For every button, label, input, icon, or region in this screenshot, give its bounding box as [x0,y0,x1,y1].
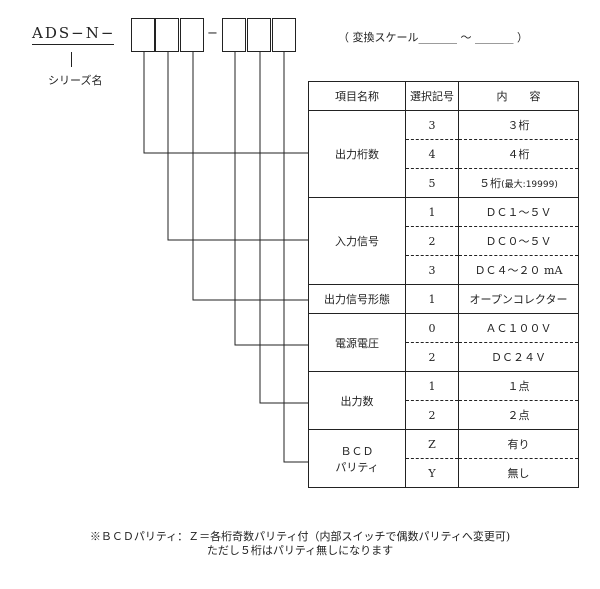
content: ＤＣ０～５Ｖ [458,226,579,256]
separator: − [207,26,218,41]
group-name: 入力信号 [308,197,406,285]
table-row: 入力信号 1 ＤＣ１～５Ｖ [308,197,579,285]
connector-6 [283,52,308,463]
model-prefix: ADS−N− [32,24,116,42]
header-code: 選択記号 [405,81,459,111]
code: Z [405,429,459,459]
content: 無し [458,458,579,488]
content: ５桁(最大:19999) [458,168,579,198]
header-content: 内 容 [458,81,579,111]
table-header: 項目名称 選択記号 内 容 [308,81,579,111]
group-name-line2: パリティ [335,460,379,474]
group-name-line1: ＢＣＤ [340,444,374,458]
code: 2 [405,342,459,372]
connector-1 [143,52,308,154]
code: 1 [405,197,459,227]
code: 1 [405,371,459,401]
connector-5 [259,52,308,404]
table-row: 出力桁数 3 ３桁 [308,110,579,198]
content: ２点 [458,400,579,430]
table-row: 出力数 1 １点 [308,371,579,430]
footnote-line-2: ただし５桁はパリティ無しになります [206,544,394,557]
content: ３桁 [458,110,579,140]
table-row: 3 ＤＣ４～２０ mA [309,255,579,285]
conversion-scale: （ 変換スケール_______ ～ _______ ） [338,31,528,44]
code-box-3[interactable] [180,18,204,52]
content-text: ５桁 [479,177,502,190]
content: オープンコレクター [458,284,579,314]
table-row: 2 ＤＣ２４Ｖ [309,342,579,372]
content: 有り [458,429,579,459]
code-box-5[interactable] [247,18,271,52]
code: 2 [405,400,459,430]
code: 0 [405,313,459,343]
code-box-2[interactable] [155,18,179,52]
underline [32,44,114,45]
group-name: 電源電圧 [308,313,406,372]
group-name: 出力数 [308,371,406,430]
header-item: 項目名称 [308,81,406,111]
footnote-line-1: ※ＢＣＤパリティ：Ｚ＝各桁奇数パリティ付（内部スイッチで偶数パリティへ変更可) [89,530,511,543]
table-row: 5 ５桁(最大:19999) [309,168,579,198]
code: 1 [405,284,459,314]
code: 3 [405,110,459,140]
content-note: (最大:19999) [501,180,558,190]
table-row: 2 ＤＣ０～５Ｖ [309,226,579,256]
group-name: ＢＣＤ パリティ [308,429,406,488]
content: ＤＣ２４Ｖ [458,342,579,372]
content: ４桁 [458,139,579,169]
table-row: 出力信号形態 1 オープンコレクター [308,284,579,314]
code: Y [405,458,459,488]
code: 5 [405,168,459,198]
content: １点 [458,371,579,401]
connector-2 [167,52,308,241]
code: 2 [405,226,459,256]
spec-table: 項目名称 選択記号 内 容 出力桁数 3 ３桁 4 ４桁 5 ５桁(最大:199… [308,81,579,488]
group-name: 出力信号形態 [308,284,406,314]
code-box-6[interactable] [272,18,296,52]
table-row: Y 無し [309,458,579,488]
code-box-4[interactable] [222,18,246,52]
series-label: シリーズ名 [48,74,103,87]
code-box-1[interactable] [131,18,155,52]
footnote: ※ＢＣＤパリティ：Ｚ＝各桁奇数パリティ付（内部スイッチで偶数パリティへ変更可) … [0,530,600,558]
content: ＤＣ１～５Ｖ [458,197,579,227]
table-row: 4 ４桁 [309,139,579,169]
content: ＡＣ１００Ｖ [458,313,579,343]
series-pointer [71,52,72,67]
group-name: 出力桁数 [308,110,406,198]
table-row: ＢＣＤ パリティ Z 有り [308,429,579,488]
connector-4 [234,52,308,346]
code: 4 [405,139,459,169]
table-row: 電源電圧 0 ＡＣ１００Ｖ [308,313,579,372]
code: 3 [405,255,459,285]
content: ＤＣ４～２０ mA [458,255,579,285]
connector-3 [192,52,308,301]
